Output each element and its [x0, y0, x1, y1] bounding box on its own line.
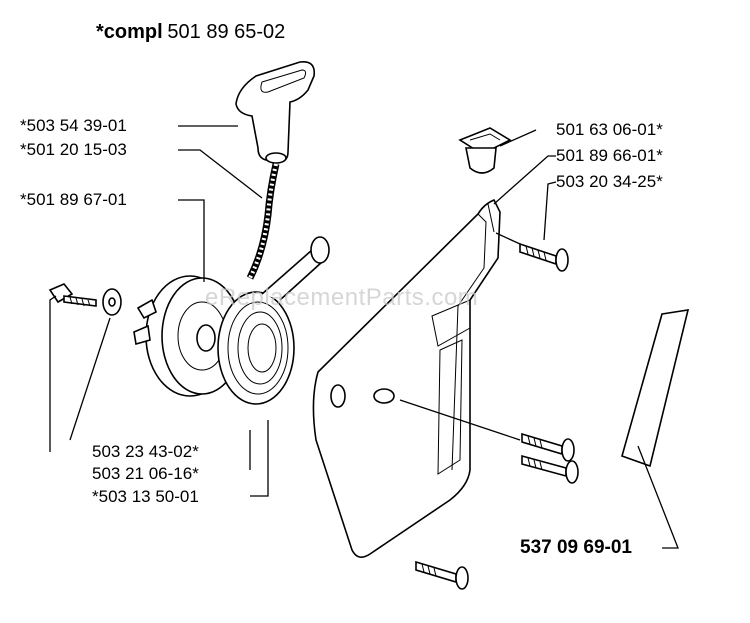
decal-part	[621, 309, 690, 468]
callout-washer: 503 23 43-02*	[92, 442, 199, 461]
callout-bolt: 503 21 06-16*	[92, 464, 199, 483]
pulley-bolt-part	[48, 283, 97, 307]
callout-screw: 503 20 34-25*	[556, 172, 663, 191]
housing-screw-middle	[521, 432, 575, 462]
housing-screw-lower	[521, 454, 579, 484]
assembly-title-prefix: *compl	[96, 21, 163, 43]
callout-starter-housing: 501 89 66-01*	[556, 146, 663, 165]
callout-decal: 537 09 69-01	[520, 537, 632, 558]
rewind-spring-part	[217, 236, 330, 405]
callout-handle: *503 54 39-01	[20, 116, 127, 135]
starter-handle-part	[235, 60, 316, 164]
starter-rope-part	[246, 163, 280, 280]
callout-guide-bushing: 501 63 06-01*	[556, 120, 663, 139]
callout-spring: *503 13 50-01	[92, 487, 199, 506]
assembly-title-number: 501 89 65-02	[167, 21, 286, 43]
callout-pulley: *501 89 67-01	[20, 190, 127, 209]
leader-lines	[49, 125, 679, 549]
housing-screw-upper	[519, 242, 569, 272]
assembly-title: *compl 501 89 65-02	[96, 22, 285, 43]
guide-bushing-part	[458, 127, 512, 174]
watermark-text: eReplacementParts.com	[205, 284, 479, 311]
callout-rope: *501 20 15-03	[20, 140, 127, 159]
starter-housing-part	[312, 198, 501, 558]
housing-screw-bottom	[415, 560, 469, 590]
pulley-washer-part	[102, 288, 122, 316]
